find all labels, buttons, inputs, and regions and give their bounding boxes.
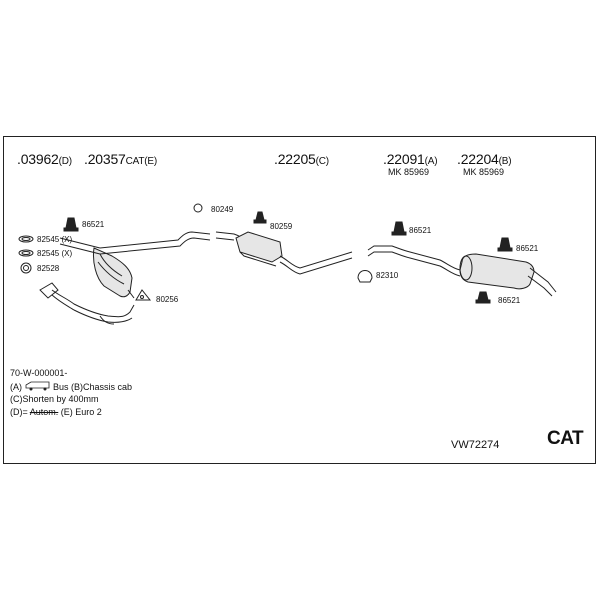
part-22091: .22091(A) bbox=[383, 151, 438, 167]
reference-number: VW72274 bbox=[451, 439, 500, 451]
label-82310: 82310 bbox=[376, 271, 399, 280]
legend-code: 70-W-000001- bbox=[10, 368, 68, 378]
van-icon bbox=[25, 381, 49, 391]
part-20357: .20357CAT(E) bbox=[84, 151, 158, 167]
catalytic-converter-drawing bbox=[59, 231, 211, 299]
part-22205: .22205(C) bbox=[274, 151, 329, 167]
label-80256: 80256 bbox=[156, 295, 179, 304]
legend-line-d: (D)= Autom. (E) Euro 2 bbox=[10, 407, 102, 417]
part-22204: .22204(B) bbox=[457, 151, 512, 167]
legend-line-c: (C)Shorten by 400mm bbox=[10, 394, 99, 404]
label-82545-top: 82545 (X) bbox=[37, 235, 73, 244]
mk-22204: MK 85969 bbox=[463, 167, 505, 177]
label-86521-rear-bottom: 86521 bbox=[498, 296, 521, 305]
part-03962: .03962(D) bbox=[17, 151, 72, 167]
diagram-frame bbox=[3, 136, 596, 464]
front-pipe-drawing bbox=[39, 282, 135, 325]
mk-22091: MK 85969 bbox=[388, 167, 430, 177]
rear-silencer-drawing bbox=[367, 245, 557, 297]
label-82545-bottom: 82545 (X) bbox=[37, 249, 73, 258]
hangers-drawing bbox=[63, 211, 513, 304]
label-82528: 82528 bbox=[37, 264, 60, 273]
label-80259: 80259 bbox=[270, 222, 293, 231]
label-86521-rear-top: 86521 bbox=[516, 244, 539, 253]
label-80249: 80249 bbox=[211, 205, 234, 214]
cat-label: CAT bbox=[547, 428, 584, 449]
clamps-drawing bbox=[18, 203, 373, 301]
label-86521-front: 86521 bbox=[82, 220, 105, 229]
legend-line-a: (A) Bus (B)Chassis cab bbox=[10, 381, 133, 392]
label-86521-mid: 86521 bbox=[409, 226, 432, 235]
middle-silencer-drawing bbox=[215, 231, 353, 275]
